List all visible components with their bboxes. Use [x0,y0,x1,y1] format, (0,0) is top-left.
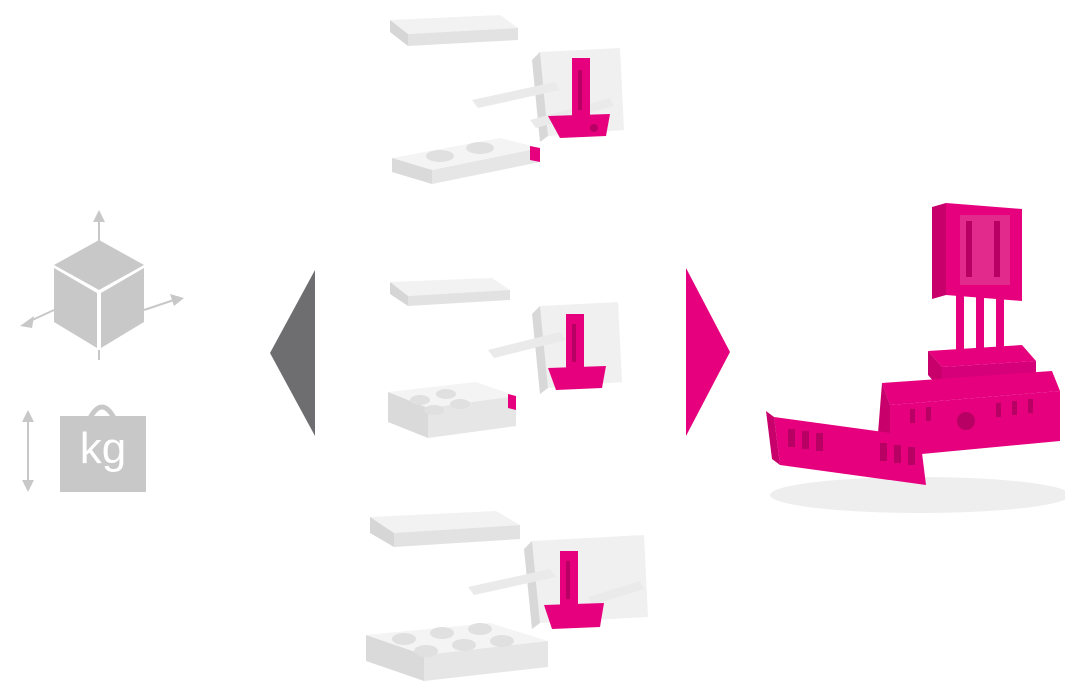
dimensions-weight-panel [10,200,200,500]
assembly-small [380,10,640,185]
weight-unit-label: kg [79,424,127,473]
triangle-left-icon [270,270,315,436]
vertical-arrow-icon [18,410,38,492]
assembled-gripper [760,195,1065,525]
assembly-large [360,505,660,685]
assembly-medium [380,270,640,450]
triangle-right-icon [686,268,730,436]
weight-kg-icon: kg [56,398,148,494]
dimensions-cube-icon [20,210,184,360]
